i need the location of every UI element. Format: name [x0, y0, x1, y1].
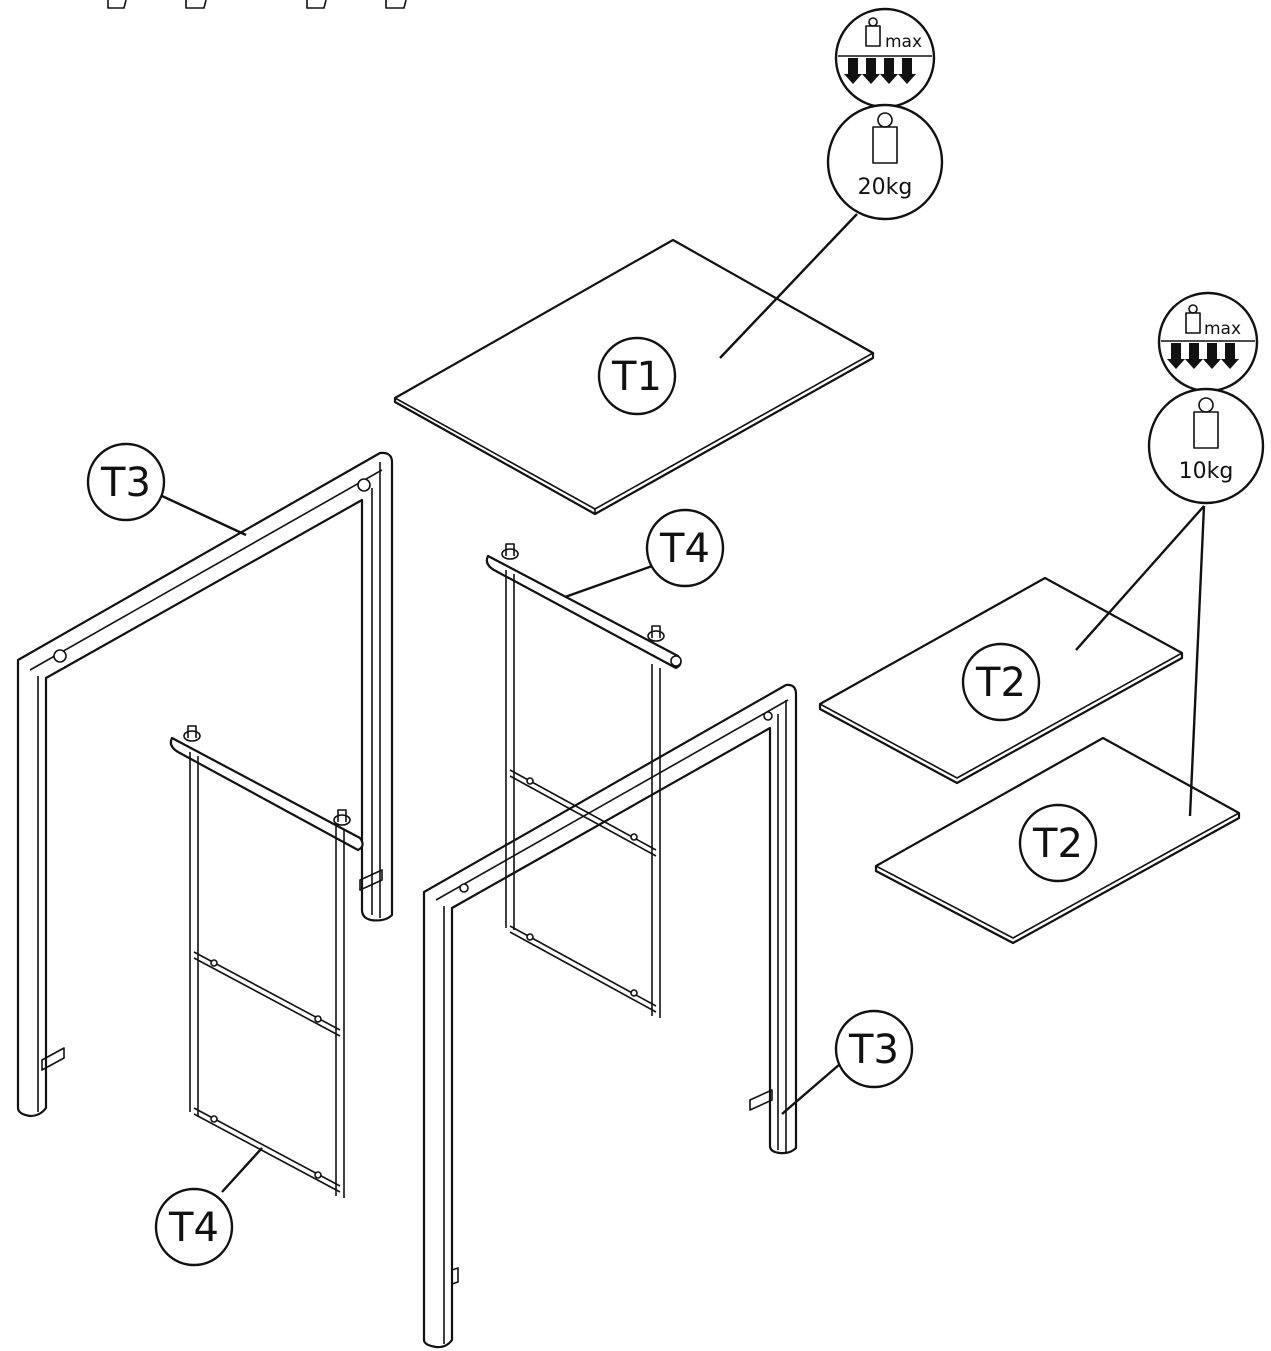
- label-t1: T1: [597, 336, 677, 416]
- ladder-t4-center: [485, 543, 682, 1018]
- leader-lines: [161, 213, 1206, 1193]
- load-rating-shelves: max 10kg: [1147, 291, 1265, 505]
- label-t2-lower-text: T2: [1032, 821, 1083, 867]
- label-t4-left: T4: [154, 1187, 234, 1267]
- max-label-top: max: [885, 32, 922, 52]
- label-t4-left-text: T4: [168, 1205, 219, 1251]
- frame-t3-left: [16, 451, 394, 1118]
- label-t3-right-text: T3: [848, 1027, 899, 1073]
- max-load-icon: [1161, 304, 1255, 369]
- label-t2-upper: T2: [961, 642, 1041, 722]
- weight-label-top: 20kg: [858, 175, 913, 200]
- frame-t3-right: [422, 683, 798, 1349]
- label-t1-text: T1: [611, 354, 662, 400]
- weight-icon: [872, 112, 898, 164]
- ladder-t4-left: [169, 725, 364, 1198]
- label-t3-left-text: T3: [100, 460, 151, 506]
- weight-label-shelves: 10kg: [1179, 459, 1234, 484]
- load-rating-top: max 20kg: [826, 7, 944, 221]
- weight-icon: [1193, 397, 1219, 449]
- label-t3-right: T3: [834, 1009, 914, 1089]
- label-t2-upper-text: T2: [975, 660, 1026, 706]
- max-load-icon: [838, 17, 932, 84]
- cropped-hooks: [107, 0, 407, 9]
- label-t2-lower: T2: [1018, 803, 1098, 883]
- label-t4-center: T4: [645, 508, 725, 588]
- label-t3-left: T3: [86, 442, 166, 522]
- max-label-shelves: max: [1204, 319, 1241, 339]
- label-t4-center-text: T4: [659, 526, 710, 572]
